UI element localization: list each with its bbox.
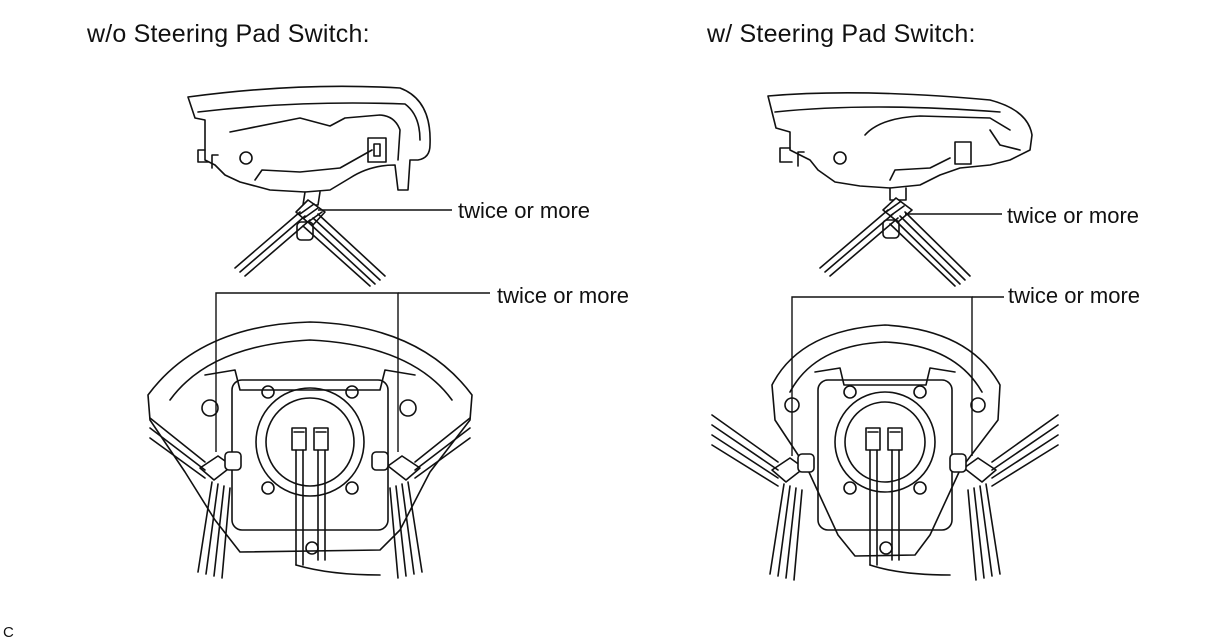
right-airbag-rear-view xyxy=(711,296,1059,581)
right-airbag-side-view xyxy=(767,92,1033,287)
left-airbag-rear-view xyxy=(147,292,490,579)
right-callout-bottom: twice or more xyxy=(1008,283,1141,308)
left-panel-title: w/o Steering Pad Switch: xyxy=(87,20,370,48)
right-callout-top: twice or more xyxy=(1007,203,1140,228)
left-callout-top: twice or more xyxy=(458,198,591,223)
right-panel-illustrations xyxy=(711,92,1059,581)
left-callout-bottom: twice or more xyxy=(497,283,630,308)
left-airbag-side-view xyxy=(187,85,452,287)
corner-label: C xyxy=(3,624,14,641)
left-panel-illustrations xyxy=(147,85,490,579)
right-panel-title: w/ Steering Pad Switch: xyxy=(707,20,976,48)
